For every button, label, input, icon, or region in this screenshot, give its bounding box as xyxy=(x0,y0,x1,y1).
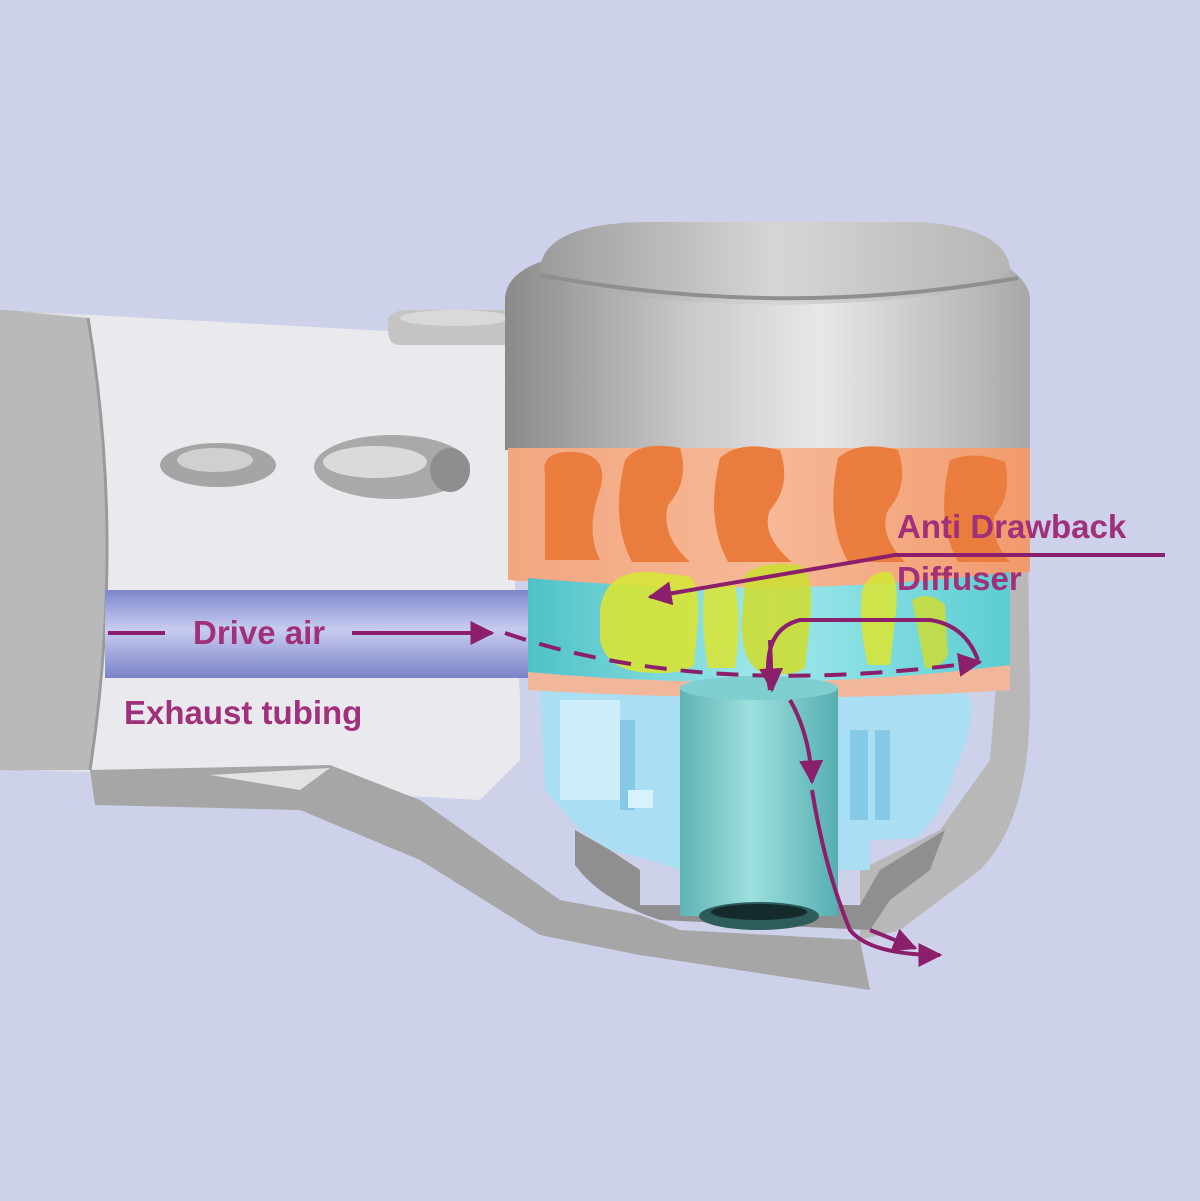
anti-drawback-label: Anti Drawback xyxy=(897,508,1127,545)
loop-down-arrow xyxy=(759,639,784,693)
exhaust-down-arrow xyxy=(788,699,824,785)
exhaust-out-arrow-2 xyxy=(869,928,918,952)
head-cap xyxy=(505,222,1030,450)
head-shell xyxy=(860,330,1030,940)
exhaust-tubing-label: Exhaust tubing xyxy=(124,694,362,731)
loop-arrow xyxy=(766,618,980,691)
flow-arrows xyxy=(108,553,1165,967)
anti-drawback-pointer xyxy=(647,553,1165,606)
cap-tab xyxy=(388,310,510,345)
exhaust-tube xyxy=(680,676,838,930)
exhaust-out-arrow xyxy=(810,789,943,967)
diffuser-label: Diffuser xyxy=(897,560,1022,597)
dashed-flow-arrow xyxy=(504,631,983,678)
drive-air-label: Drive air xyxy=(193,614,325,651)
air-ports xyxy=(160,435,470,499)
diffuser-vanes xyxy=(600,563,948,675)
bottom-collet xyxy=(575,830,945,930)
